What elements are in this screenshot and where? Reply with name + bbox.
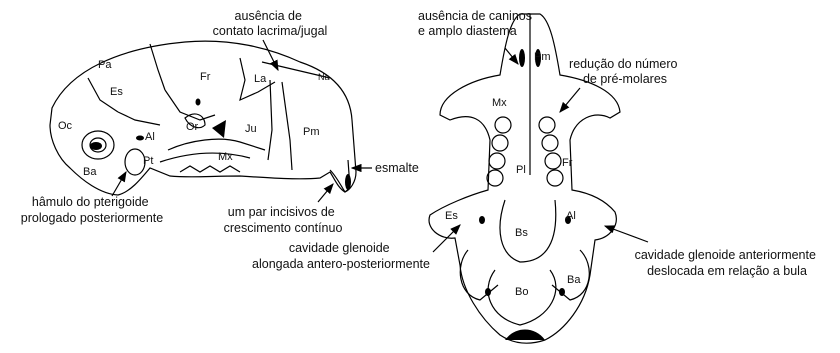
arrow-canines — [505, 48, 518, 64]
ventral-bone-label-ba: Ba — [567, 274, 581, 286]
bone-label-al: Al — [145, 131, 155, 143]
annotation-glenoid-elongated: cavidade glenoide alongada antero-poster… — [252, 241, 430, 271]
ventral-bone-label-pl: Pl — [516, 164, 526, 176]
bone-label-es: Es — [110, 86, 123, 98]
ventral-annotations: ausência de caninos e amplo diastema red… — [252, 9, 819, 278]
ventral-bone-label-bo: Bo — [515, 286, 528, 298]
bone-label-or: Or — [186, 121, 199, 133]
arrow-premolars — [560, 88, 580, 112]
arrow-lacrimal-jugal — [263, 40, 278, 70]
bone-label-mx: Mx — [218, 151, 233, 163]
bone-label-la: La — [254, 73, 267, 85]
bone-label-ju: Ju — [245, 123, 257, 135]
annotation-premolars: redução do número de pré-molares — [569, 57, 681, 86]
ventral-bone-label-pm: Pm — [534, 51, 551, 63]
lateral-bone-labels: Oc Pa Es Fr La Na Ba Al Pt Or Ju Mx Pm — [58, 59, 330, 178]
arrow-incisors — [318, 184, 333, 202]
ventral-bone-label-mx: Mx — [492, 97, 507, 109]
arrow-glenoid-anterior — [605, 226, 648, 242]
annotation-pterygoid: hâmulo do pterigoide prologado posterior… — [21, 195, 163, 225]
bone-label-pm: Pm — [303, 126, 320, 138]
arrow-glenoid-elongated — [433, 225, 460, 252]
ventral-bone-label-fr: Fr — [562, 157, 573, 169]
bone-label-fr: Fr — [200, 71, 211, 83]
annotation-glenoid-anterior: cavidade glenoide anteriormente deslocad… — [635, 248, 820, 278]
bone-label-ba: Ba — [83, 166, 97, 178]
ventral-bone-labels: Pm Mx Fr Pl Es Al Bs Ba Bo — [445, 51, 581, 298]
annotation-lacrimal-jugal: ausência de contato lacrima/jugal — [213, 9, 328, 38]
bone-label-pt: Pt — [143, 155, 153, 167]
bone-label-pa: Pa — [98, 59, 112, 71]
ventral-bone-label-es: Es — [445, 210, 458, 222]
lateral-annotations: ausência de contato lacrima/jugal hâmulo… — [21, 9, 419, 235]
annotation-esmalte: esmalte — [375, 161, 419, 175]
annotation-canines: ausência de caninos e amplo diastema — [418, 9, 535, 38]
ventral-bone-label-bs: Bs — [515, 227, 528, 239]
bone-label-na: Na — [318, 72, 330, 82]
annotation-incisors: um par incisivos de crescimento contínuo — [224, 205, 343, 235]
bone-label-oc: Oc — [58, 120, 73, 132]
ventral-bone-label-al: Al — [566, 210, 576, 222]
